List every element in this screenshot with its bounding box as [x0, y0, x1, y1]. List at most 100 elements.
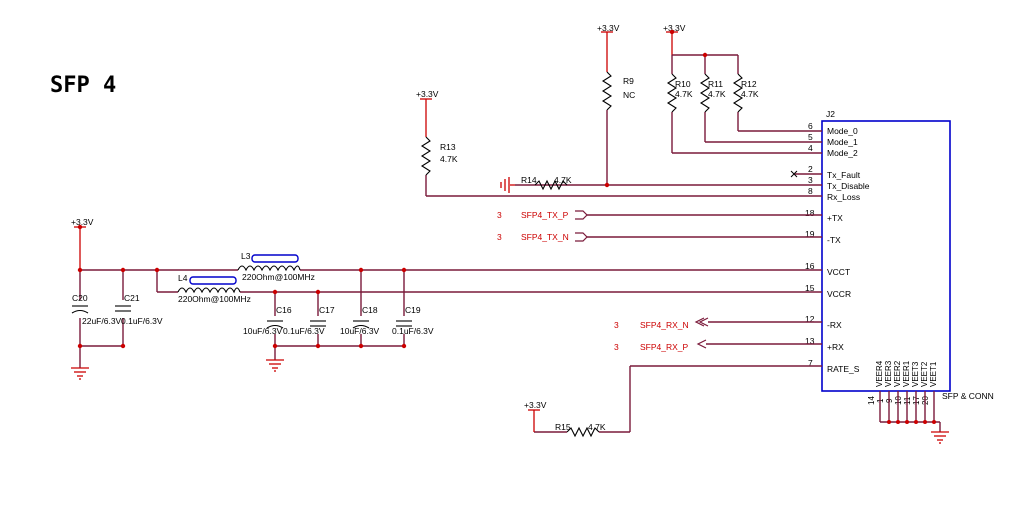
page-title: SFP 4 [50, 73, 116, 98]
capacitor-c17 [310, 320, 326, 327]
r13-ref: R13 [440, 142, 456, 152]
connector-ground-bus [879, 391, 941, 432]
inductor-l3 [237, 265, 301, 272]
connector-ref: J2 [826, 109, 835, 119]
c19-value: 0.1uF/6.3V [392, 326, 434, 336]
r15-ref: R15 [555, 422, 571, 432]
pin-name-tx-disable: Tx_Disable [827, 181, 870, 191]
c18-value: 10uF/6.3V [340, 326, 380, 336]
power-3v3-icon [528, 409, 540, 432]
pin-name-vccr: VCCR [827, 289, 851, 299]
ground-icon [71, 367, 89, 380]
ground-icon [500, 177, 515, 193]
pin-name-veer4: VEER4 [875, 360, 884, 387]
pin-name-veer2: VEER2 [893, 360, 902, 387]
pin-num-15: 15 [805, 283, 815, 293]
pin-name-plus-rx: +RX [827, 342, 844, 352]
resistor-r13 [420, 136, 432, 176]
c16-ref: C16 [276, 305, 292, 315]
ferrite-l3-body [251, 254, 299, 263]
c19-ref: C19 [405, 305, 421, 315]
pin-num-3: 3 [808, 175, 813, 185]
capacitor-c19 [396, 320, 412, 327]
pin-num-13: 13 [805, 336, 815, 346]
l3-ref: L3 [241, 251, 251, 261]
r11-value: 4.7K [708, 89, 726, 99]
pin-num-18: 18 [805, 208, 815, 218]
power-3v3-icon [420, 98, 432, 137]
power-label-r9: +3.3V [597, 23, 620, 33]
pin-num-7: 7 [808, 358, 813, 368]
r9-tx-disable-pullup: +3.3V R9 NC [597, 23, 635, 185]
pin-num-2: 2 [808, 164, 813, 174]
pin-name-mode1: Mode_1 [827, 137, 858, 147]
r12-value: 4.7K [741, 89, 759, 99]
r10-value: 4.7K [675, 89, 693, 99]
rx-n-sheet: 3 [614, 320, 619, 330]
capacitor-c18 [352, 320, 370, 329]
ground-bus-junctions [887, 420, 936, 424]
resistor-r15 [566, 426, 600, 438]
r13-value: 4.7K [440, 154, 458, 164]
pin-name-veet2: VEET2 [920, 361, 929, 387]
rx-p-sheet: 3 [614, 342, 619, 352]
pin-name-plus-tx: +TX [827, 213, 843, 223]
r15-value: 4.7K [588, 422, 606, 432]
power-label-r15: +3.3V [524, 400, 547, 410]
power-label-main: +3.3V [71, 217, 94, 227]
r9-value: NC [623, 90, 635, 100]
resistor-r11 [699, 73, 711, 113]
inductor-l4 [177, 287, 241, 294]
pin-name-veet1: VEET1 [929, 361, 938, 387]
power-3v3-icon [666, 31, 678, 55]
r11-ref: R11 [708, 79, 723, 89]
pin-name-veet3: VEET3 [911, 361, 920, 387]
r14-ref: R14 [521, 175, 537, 185]
mode-pullups: +3.3V R10 4.7K R11 4.7K R12 4.7K [663, 23, 822, 154]
pin-name-mode2: Mode_2 [827, 148, 858, 158]
resistor-r10 [666, 73, 678, 113]
power-3v3-icon [601, 31, 613, 72]
r14-value: 4.7K [554, 175, 572, 185]
pin-name-veer1: VEER1 [902, 360, 911, 387]
connector-name: SFP & CONN [942, 391, 994, 401]
pin-name-minus-rx: -RX [827, 320, 842, 330]
tx-nets: 3 SFP4_TX_P 3 SFP4_TX_N [497, 210, 822, 242]
pin-name-rx-loss: Rx_Loss [827, 192, 860, 202]
ground-icon [266, 359, 284, 372]
pin-name-vcct: VCCT [827, 267, 850, 277]
tx-n-sheet: 3 [497, 232, 502, 242]
pin-num-16: 16 [805, 261, 815, 271]
r10-ref: R10 [675, 79, 691, 89]
control-lines: R14 4.7K [425, 170, 822, 197]
resistor-r9 [601, 71, 613, 111]
power-label-mode: +3.3V [663, 23, 686, 33]
pin-num-12: 12 [805, 314, 815, 324]
pin-num-4: 4 [808, 143, 813, 153]
power-filter: +3.3V [71, 217, 822, 380]
ferrite-l4-body [189, 276, 237, 285]
power-3v3-icon [74, 226, 86, 270]
capacitor-c16 [266, 320, 284, 329]
capacitor-c20 [71, 305, 89, 314]
l4-value: 220Ohm@100MHz [178, 294, 251, 304]
r12-ref: R12 [741, 79, 757, 89]
pin-num-19: 19 [805, 229, 815, 239]
capacitor-c21 [115, 305, 131, 312]
power-label-r13: +3.3V [416, 89, 439, 99]
c20-ref: C20 [72, 293, 88, 303]
tx-p-sheet: 3 [497, 210, 502, 220]
pin-num-6: 6 [808, 121, 813, 131]
pin-name-mode0: Mode_0 [827, 126, 858, 136]
rx-p-net: SFP4_RX_P [640, 342, 689, 352]
c18-ref: C18 [362, 305, 378, 315]
rx-nets: 3 SFP4_RX_N 3 SFP4_RX_P [614, 317, 822, 352]
connector-j2: J2 SFP & CONN Mode_0 Mode_1 Mode_2 Tx_Fa… [805, 109, 994, 444]
c21-value: 0.1uF/6.3V [121, 316, 163, 326]
c16-value: 10uF/6.3V [243, 326, 283, 336]
pin-name-veer3: VEER3 [884, 360, 893, 387]
tx-p-net: SFP4_TX_P [521, 210, 569, 220]
connector-body [821, 120, 951, 392]
tx-n-net: SFP4_TX_N [521, 232, 569, 242]
